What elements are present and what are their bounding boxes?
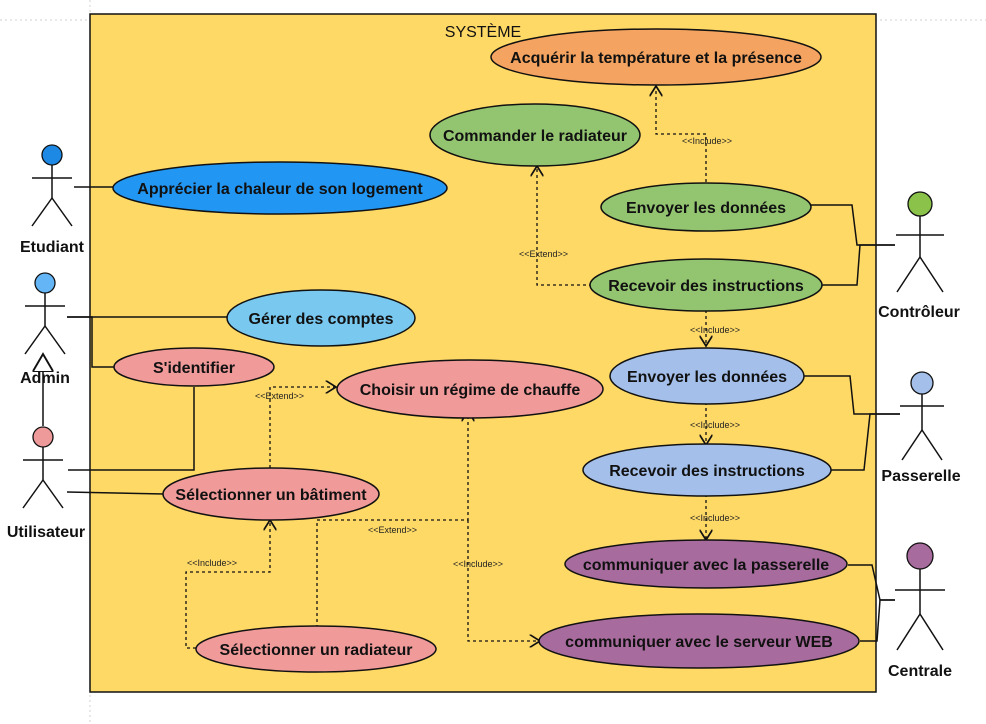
usecase-label: S'identifier [153, 360, 235, 377]
extend-arrow-choisir-2 [316, 411, 468, 628]
usecase-label: Gérer des comptes [249, 311, 394, 328]
usecase-label: Sélectionner un radiateur [220, 642, 413, 659]
system-title: SYSTÈME [445, 22, 521, 41]
usecase-recevoir-instructions-1[interactable]: Recevoir des instructions [589, 258, 823, 312]
association-line [66, 491, 165, 495]
stereotype-include: <<Include>> [690, 513, 740, 523]
usecase-label: Commander le radiateur [443, 128, 627, 145]
association-line [67, 316, 115, 368]
stereotype-include: <<Include>> [690, 420, 740, 430]
actor-centrale[interactable]: Centrale [888, 542, 952, 680]
actor-leg [896, 256, 921, 293]
stereotype-include: <<Include>> [187, 558, 237, 568]
usecase-choisir-regime[interactable]: Choisir un régime de chauffe [336, 359, 604, 419]
usecase-selectionner-radiateur[interactable]: Sélectionner un radiateur [195, 625, 437, 673]
usecase-identifier[interactable]: S'identifier [113, 347, 275, 387]
actor-head [906, 542, 934, 570]
usecase-gerer-comptes[interactable]: Gérer des comptes [226, 289, 416, 347]
include-arrow-acquerir [656, 86, 707, 188]
actor-leg [42, 479, 64, 509]
stereotype-include: <<Include>> [682, 136, 732, 146]
usecase-label: communiquer avec la passerelle [583, 557, 829, 574]
stereotype-include: <<Include>> [690, 325, 740, 335]
usecase-label: Sélectionner un bâtiment [175, 487, 367, 504]
extend-arrow-choisir [269, 387, 336, 468]
actor-admin[interactable]: Admin [20, 272, 70, 387]
usecase-label: Envoyer les données [627, 369, 787, 386]
stereotype-extend: <<Extend>> [255, 391, 304, 401]
actor-label: Etudiant [20, 239, 85, 256]
stereotype-include: <<Include>> [453, 559, 503, 569]
actor-head [910, 371, 934, 395]
usecase-recevoir-instructions-2[interactable]: Recevoir des instructions [582, 443, 832, 497]
usecase-envoyer-donnees-2[interactable]: Envoyer les données [609, 347, 805, 405]
actor-leg [44, 325, 66, 355]
actor-label: Admin [20, 370, 70, 387]
stereotype-extend: <<Extend>> [368, 525, 417, 535]
actor-leg [896, 613, 921, 651]
include-arrow-communiquer-web [467, 520, 540, 641]
usecase-commander[interactable]: Commander le radiateur [429, 103, 641, 167]
actor-leg [24, 325, 46, 355]
actor-leg [919, 256, 944, 293]
actor-head [34, 272, 56, 294]
association-line [822, 244, 895, 286]
actor-leg [31, 197, 53, 227]
usecase-selectionner-batiment[interactable]: Sélectionner un bâtiment [162, 467, 380, 521]
usecase-label: Recevoir des instructions [609, 463, 805, 480]
actor-leg [919, 613, 944, 651]
actor-etudiant[interactable]: Etudiant [20, 144, 85, 256]
usecase-label: Envoyer les données [626, 200, 786, 217]
usecase-label: Acquérir la température et la présence [510, 50, 802, 67]
actor-leg [921, 429, 943, 461]
association-line [831, 413, 900, 471]
actor-head [41, 144, 63, 166]
actor-controleur[interactable]: Contrôleur [878, 191, 960, 321]
usecase-label: Recevoir des instructions [608, 278, 804, 295]
actor-head [32, 426, 54, 448]
actor-leg [901, 429, 923, 461]
actor-label: Centrale [888, 663, 952, 680]
actor-label: Utilisateur [7, 524, 85, 541]
actor-utilisateur[interactable]: Utilisateur [7, 426, 85, 541]
usecase-envoyer-donnees-1[interactable]: Envoyer les données [600, 182, 812, 232]
associations [66, 186, 900, 642]
stereotype-extend: <<Extend>> [519, 249, 568, 259]
usecase-label: Choisir un régime de chauffe [360, 382, 581, 399]
usecase-communiquer-serveur-web[interactable]: communiquer avec le serveur WEB [538, 613, 860, 669]
include-arrow-sel-batiment [185, 520, 270, 649]
actor-leg [51, 197, 73, 227]
usecase-acquerir[interactable]: Acquérir la température et la présence [490, 28, 822, 86]
actor-label: Passerelle [881, 468, 960, 485]
extend-arrow-commander [537, 166, 592, 286]
actor-leg [22, 479, 44, 509]
usecase-label: communiquer avec le serveur WEB [565, 634, 833, 651]
usecase-communiquer-passerelle[interactable]: communiquer avec la passerelle [564, 539, 848, 589]
usecase-apprecier[interactable]: Apprécier la chaleur de son logement [112, 161, 448, 215]
usecase-label: Apprécier la chaleur de son logement [137, 181, 423, 198]
actor-passerelle[interactable]: Passerelle [881, 371, 961, 485]
actor-label: Contrôleur [878, 304, 960, 321]
association-line [68, 387, 195, 471]
association-line [860, 599, 895, 642]
actor-head [907, 191, 933, 217]
